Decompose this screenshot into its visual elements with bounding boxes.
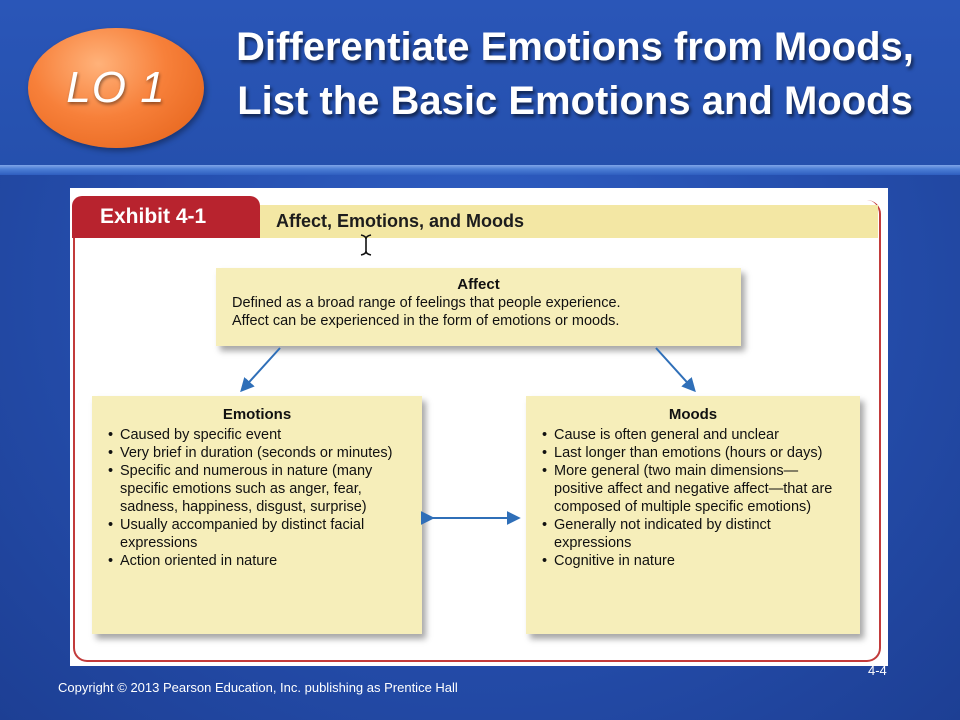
affect-heading: Affect	[457, 276, 500, 293]
title-line-1: Differentiate Emotions from Moods,	[236, 25, 914, 69]
footer-copyright: Copyright © 2013 Pearson Education, Inc.…	[58, 680, 458, 695]
exhibit-border	[73, 200, 881, 662]
exhibit-caption-band: Affect, Emotions, and Moods	[260, 205, 878, 238]
emotions-item: Very brief in duration (seconds or minut…	[108, 444, 408, 462]
moods-item: Generally not indicated by distinct expr…	[542, 516, 846, 552]
affect-line-2: Affect can be experienced in the form of…	[232, 313, 620, 329]
exhibit-caption: Affect, Emotions, and Moods	[276, 211, 525, 231]
moods-item: More general (two main dimensions—positi…	[542, 462, 846, 516]
title-line-2: List the Basic Emotions and Moods	[237, 79, 913, 123]
affect-box: Affect Defined as a broad range of feeli…	[216, 268, 741, 346]
moods-item: Cause is often general and unclear	[542, 426, 846, 444]
badge-label: LO 1	[66, 63, 166, 112]
emotions-item: Usually accompanied by distinct facial e…	[108, 516, 408, 552]
emotions-item: Specific and numerous in nature (many sp…	[108, 462, 408, 516]
relationship-arrows	[240, 347, 696, 525]
moods-item: Last longer than emotions (hours or days…	[542, 444, 846, 462]
exhibit-figure: Exhibit 4-1 Affect, Emotions, and Moods …	[70, 188, 888, 666]
emotions-list: Caused by specific event Very brief in d…	[106, 426, 408, 570]
learning-objective-badge: LO 1	[28, 28, 204, 148]
moods-heading: Moods	[668, 406, 718, 423]
affect-to-emotions-arrow	[240, 347, 281, 393]
affect-to-moods-arrow	[655, 347, 696, 393]
moods-list: Cause is often general and unclear Last …	[540, 426, 846, 570]
slide-title: Differentiate Emotions from Moods, List …	[215, 20, 935, 128]
affect-line-1: Defined as a broad range of feelings tha…	[232, 295, 621, 311]
emotions-heading: Emotions	[222, 406, 292, 423]
text-cursor-icon	[360, 234, 372, 256]
slide-page-number: 4-4	[868, 663, 887, 678]
exhibit-tab: Exhibit 4-1	[72, 196, 260, 238]
exhibit-tab-label: Exhibit 4-1	[100, 205, 207, 228]
emotions-box: Emotions Caused by specific event Very b…	[92, 396, 422, 634]
moods-item: Cognitive in nature	[542, 552, 846, 570]
emotions-item: Action oriented in nature	[108, 552, 408, 570]
moods-box: Moods Cause is often general and unclear…	[526, 396, 860, 634]
emotions-item: Caused by specific event	[108, 426, 408, 444]
header-divider	[0, 165, 960, 175]
